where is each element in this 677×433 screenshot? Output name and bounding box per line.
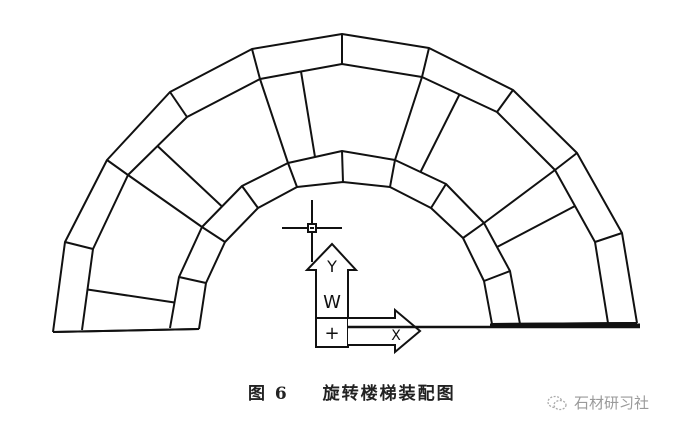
ucs-origin-mark: +: [324, 323, 339, 344]
ucs-w-label: W: [323, 292, 341, 313]
figure-caption: 图 6 旋转楼梯装配图: [248, 379, 456, 404]
watermark: 石材研习社: [546, 392, 649, 413]
ucs-y-label: Y: [326, 257, 337, 276]
spiral-stair-arch: [52, 33, 638, 333]
crosshair-cursor-icon: [282, 200, 342, 262]
caption-number: 图 6: [248, 384, 289, 404]
watermark-text: 石材研习社: [574, 394, 650, 412]
wechat-icon: [547, 395, 567, 410]
ucs-coordinate-icon: [304, 242, 640, 355]
ucs-x-label: X: [391, 328, 401, 344]
caption-title: 旋转楼梯装配图: [322, 384, 456, 404]
